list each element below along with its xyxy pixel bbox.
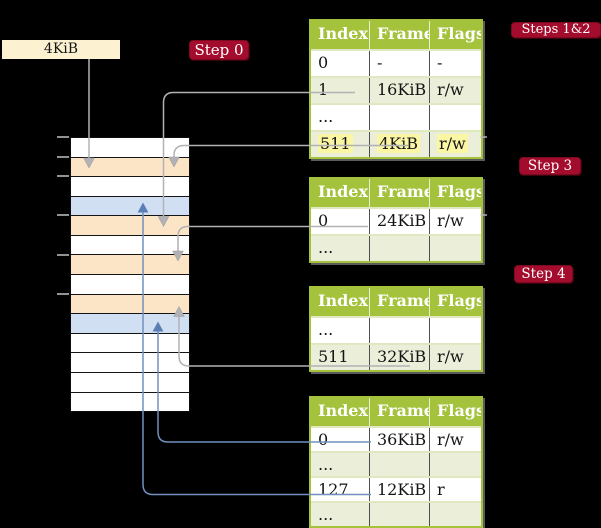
index-cell: ...: [318, 320, 334, 339]
table-row-highlighted: 511 4KiB r/w: [311, 130, 481, 157]
flags-cell: r/w: [429, 345, 481, 370]
flags-cell: [429, 453, 481, 476]
highlighted-value: 511: [318, 134, 353, 153]
memory-frame-row-page: [71, 313, 189, 333]
index-cell: 511: [318, 347, 349, 366]
badge-steps-1-2: Steps 1&2: [511, 22, 601, 38]
highlighted-value: 4KiB: [377, 134, 421, 153]
table-row: ...: [311, 501, 481, 526]
frame-cell: 36KiB: [369, 428, 429, 451]
memory-frame-row-table: [71, 254, 189, 275]
table-row: ...: [311, 103, 481, 130]
flags-cell: [429, 318, 481, 343]
page-table-step-4-lower: Index Frame Flags 0 36KiB r/w ... 127 12…: [309, 396, 483, 528]
column-header-flags: Flags: [429, 21, 481, 49]
index-cell: ...: [318, 505, 334, 524]
frame-cell: [369, 236, 429, 261]
table-header-row: Index Frame Flags: [311, 288, 481, 316]
memory-frame-row-free: [71, 391, 189, 412]
frame-cell: [369, 318, 429, 343]
frame-cell: [369, 105, 429, 130]
frame-cell: -: [369, 51, 429, 76]
index-cell: ...: [318, 107, 334, 126]
table-row: 0 24KiB r/w: [311, 207, 481, 234]
column-header-index: Index: [318, 401, 369, 420]
column-header-frame: Frame: [369, 179, 429, 207]
memory-tick: [57, 254, 69, 256]
column-header-frame: Frame: [369, 21, 429, 49]
column-header-frame: Frame: [369, 398, 429, 426]
memory-frame-row-free: [71, 352, 189, 372]
table-row: 0 36KiB r/w: [311, 426, 481, 451]
table-header-row: Index Frame Flags: [311, 398, 481, 426]
column-header-index: Index: [318, 291, 369, 310]
frame-cell: 16KiB: [369, 78, 429, 103]
frame-cell: 24KiB: [369, 209, 429, 234]
memory-tick: [57, 136, 69, 138]
column-header-index: Index: [318, 24, 369, 43]
highlighted-value: r/w: [437, 134, 468, 153]
frame-cell: 32KiB: [369, 345, 429, 370]
table-row: 0 - -: [311, 49, 481, 76]
index-cell: 0: [318, 430, 329, 449]
flags-cell: r/w: [429, 209, 481, 234]
page-table-steps-1-2: Index Frame Flags 0 - - 1 16KiB r/w ... …: [309, 19, 483, 159]
table-row: 127 12KiB r: [311, 476, 481, 501]
flags-cell: [429, 503, 481, 526]
table-header-row: Index Frame Flags: [311, 179, 481, 207]
badge-step-3: Step 3: [519, 157, 581, 175]
column-header-flags: Flags: [429, 288, 481, 316]
column-header-index: Index: [318, 182, 369, 201]
frame-address-label: 4KiB: [2, 40, 120, 59]
index-cell: 0: [318, 211, 329, 230]
index-cell: 511: [311, 132, 369, 157]
page-table-step-4-upper: Index Frame Flags ... 511 32KiB r/w: [309, 286, 483, 372]
column-header-flags: Flags: [429, 398, 481, 426]
memory-tick: [57, 293, 69, 295]
memory-frame-row-free: [71, 234, 189, 255]
physical-memory-column: [70, 137, 190, 412]
memory-frame-row-free: [71, 138, 189, 157]
column-header-flags: Flags: [429, 179, 481, 207]
index-cell: ...: [318, 238, 334, 257]
frame-cell: 12KiB: [369, 478, 429, 501]
badge-step-4: Step 4: [514, 265, 573, 283]
table-row: ...: [311, 234, 481, 261]
memory-frame-row-free: [71, 371, 189, 392]
flags-cell: [429, 105, 481, 130]
column-header-frame: Frame: [369, 288, 429, 316]
memory-frame-row-table: [71, 293, 189, 314]
memory-frame-row-table: [71, 156, 189, 177]
frame-cell: 4KiB: [369, 132, 429, 157]
page-table-step-3: Index Frame Flags 0 24KiB r/w ...: [309, 177, 483, 263]
memory-frame-row-free: [71, 176, 189, 196]
flags-cell: r: [429, 478, 481, 501]
flags-cell: r/w: [429, 78, 481, 103]
table-row: 511 32KiB r/w: [311, 343, 481, 370]
table-row: 1 16KiB r/w: [311, 76, 481, 103]
badge-step-0: Step 0: [189, 40, 249, 60]
memory-frame-row-free: [71, 274, 189, 294]
flags-cell: [429, 236, 481, 261]
memory-frame-row-table: [71, 215, 189, 235]
flags-cell: r/w: [429, 428, 481, 451]
table-row: ...: [311, 451, 481, 476]
memory-tick: [57, 156, 69, 158]
index-cell: 1: [318, 80, 329, 99]
index-cell: 127: [318, 480, 349, 499]
memory-frame-row-free: [71, 332, 189, 353]
table-header-row: Index Frame Flags: [311, 21, 481, 49]
memory-tick: [57, 175, 69, 177]
index-cell: 0: [318, 53, 329, 72]
memory-frame-row-page: [71, 195, 189, 216]
frame-cell: [369, 503, 429, 526]
index-cell: ...: [318, 455, 334, 474]
flags-cell: r/w: [429, 132, 481, 157]
flags-cell: -: [429, 51, 481, 76]
frame-cell: [369, 453, 429, 476]
memory-tick: [57, 214, 69, 216]
table-row: ...: [311, 316, 481, 343]
